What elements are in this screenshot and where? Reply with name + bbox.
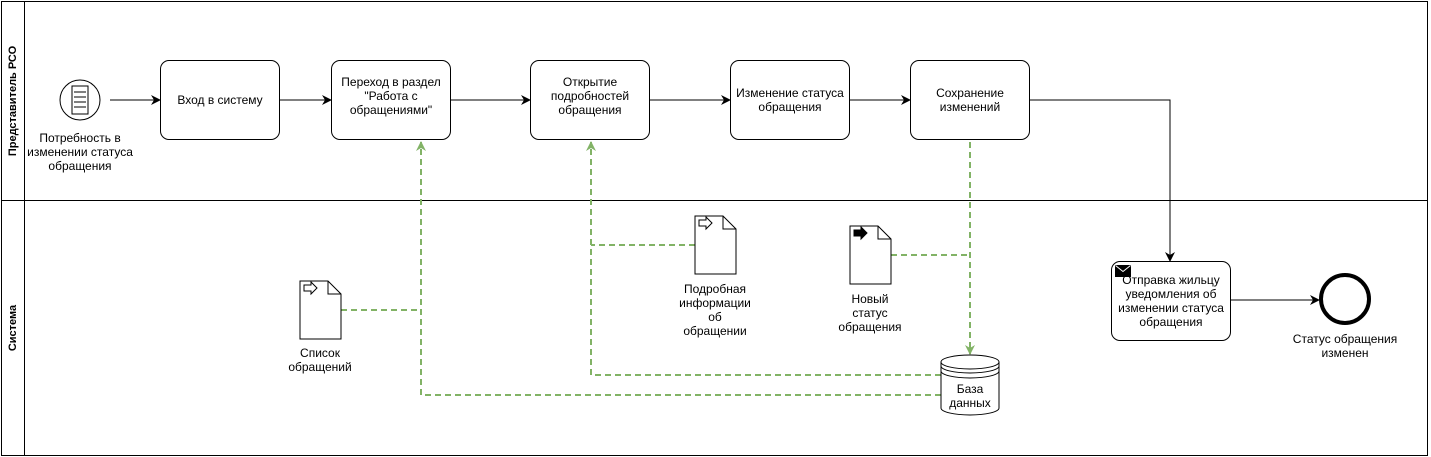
end-event-label: Статус обращения изменен — [1292, 332, 1398, 360]
lane-header: Система — [2, 201, 25, 455]
task-open-requests-section: Переход в раздел "Работа с обращениями" — [331, 60, 451, 140]
start-event-label: Потребность в изменении статуса обращени… — [27, 131, 133, 173]
start-event — [59, 79, 101, 121]
association-db-to-section — [416, 141, 941, 396]
output-arrow-icon — [853, 225, 868, 241]
lane-header: Представитель РСО — [2, 2, 25, 200]
task-label: Переход в раздел "Работа с обращениями" — [341, 75, 441, 117]
document-details-label: Подробная информации об обращении — [679, 282, 751, 338]
task-label: Сохранение изменений — [936, 86, 1004, 114]
database — [940, 354, 1000, 416]
document-list-label: Список обращений — [288, 346, 352, 374]
document-details — [694, 215, 737, 275]
task-login: Вход в систему — [160, 60, 280, 140]
input-arrow-icon — [698, 215, 713, 231]
task-label: Вход в систему — [177, 93, 263, 107]
input-arrow-icon — [303, 280, 318, 296]
lane-system: Система — [1, 200, 1428, 456]
task-label: Изменение статуса обращения — [736, 86, 844, 114]
document-new-status-label: Новый статус обращения — [838, 292, 902, 334]
task-label: Отправка жильцу уведомления об изменении… — [1118, 273, 1224, 329]
envelope-icon — [1115, 265, 1131, 277]
task-save-changes: Сохранение изменений — [910, 60, 1030, 140]
task-label: Открытие подробностей обращения — [550, 75, 630, 117]
flow-save-to-notify — [1030, 99, 1175, 262]
association-db-to-details — [586, 141, 941, 376]
database-label: База данных — [949, 382, 991, 410]
list-icon — [71, 85, 89, 115]
document-list — [299, 280, 342, 340]
end-event — [1319, 273, 1371, 325]
document-new-status — [849, 225, 892, 285]
task-change-status: Изменение статуса обращения — [730, 60, 850, 140]
task-send-notification: Отправка жильцу уведомления об изменении… — [1111, 261, 1231, 341]
task-open-request-details: Открытие подробностей обращения — [530, 60, 650, 140]
